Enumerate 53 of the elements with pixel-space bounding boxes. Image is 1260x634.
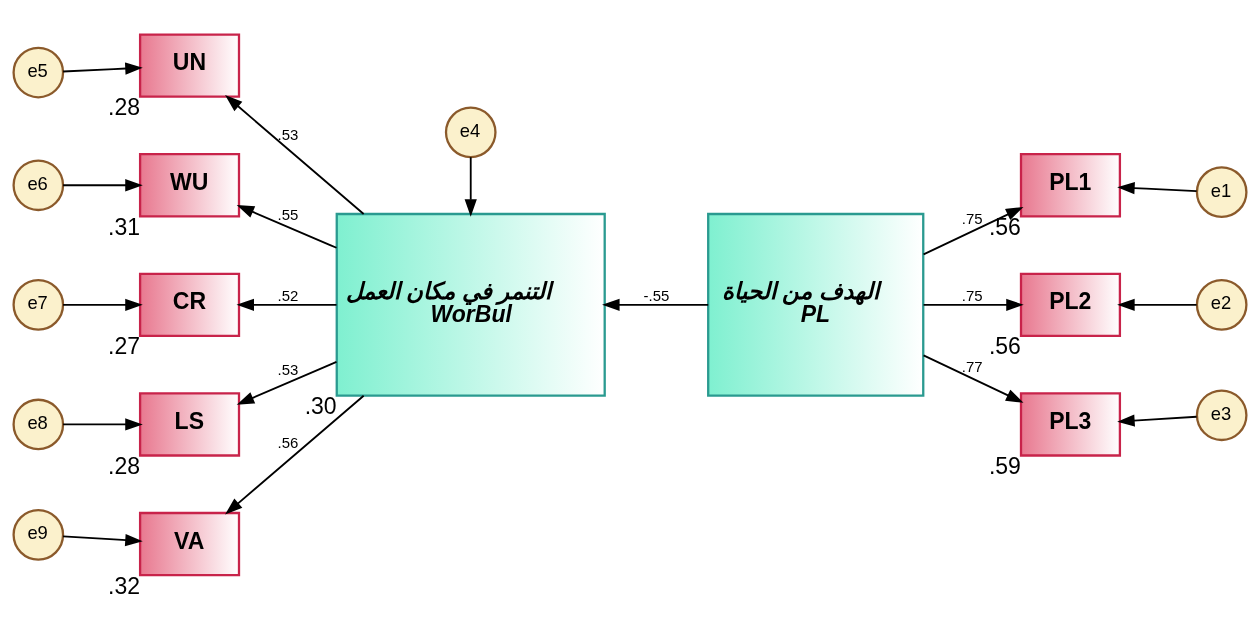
node-label: .56 bbox=[988, 332, 1021, 359]
node-circle: e1 bbox=[1195, 165, 1248, 218]
node-circle: e8 bbox=[12, 398, 65, 450]
edge-label: .77 bbox=[961, 357, 983, 375]
node-label: .27 bbox=[108, 332, 140, 359]
edge-label: .53 bbox=[277, 360, 299, 378]
edge-label: .56 bbox=[277, 433, 299, 451]
node-label: .28 bbox=[108, 93, 140, 120]
arrow bbox=[62, 533, 143, 546]
node-box: PL3 bbox=[1019, 391, 1122, 457]
edge-label: -.55 bbox=[643, 286, 670, 304]
arrow bbox=[922, 353, 1024, 403]
node-circle: e9 bbox=[12, 508, 65, 561]
node-circle: e6 bbox=[12, 158, 65, 211]
arrow bbox=[62, 417, 143, 431]
arrow bbox=[464, 155, 477, 217]
edge-label: .75 bbox=[961, 209, 983, 227]
arrow bbox=[1117, 413, 1198, 427]
edge-label: .52 bbox=[277, 286, 299, 304]
node-label: .31 bbox=[108, 213, 140, 240]
arrow bbox=[922, 298, 1024, 311]
node-label: .56 bbox=[988, 213, 1021, 240]
node-circle: e4 bbox=[444, 105, 497, 158]
arrow bbox=[62, 178, 143, 191]
node-label: .59 bbox=[988, 452, 1021, 479]
node-label: .32 bbox=[108, 572, 140, 598]
node-circle: e7 bbox=[12, 278, 65, 331]
edge-label: .75 bbox=[961, 286, 983, 304]
node-box: WU bbox=[138, 152, 241, 217]
node-circle: e3 bbox=[1195, 388, 1248, 441]
arrow bbox=[225, 394, 365, 515]
arrow bbox=[602, 298, 710, 311]
arrow bbox=[236, 298, 338, 311]
node-label: .28 bbox=[108, 452, 140, 479]
arrow bbox=[1117, 181, 1198, 194]
node-box: CR bbox=[138, 272, 241, 337]
node-circle: e2 bbox=[1195, 278, 1248, 331]
edge-label: .53 bbox=[277, 125, 299, 143]
arrow bbox=[62, 61, 143, 75]
node-box: VA bbox=[138, 511, 241, 576]
node-box: LS bbox=[138, 391, 241, 457]
node-box: UN bbox=[138, 32, 241, 98]
node-box: PL2 bbox=[1019, 272, 1122, 337]
arrow bbox=[236, 204, 338, 249]
node-box: PL1 bbox=[1019, 152, 1122, 217]
node-circle: e5 bbox=[12, 46, 65, 98]
arrow bbox=[62, 298, 143, 311]
arrow bbox=[236, 360, 338, 405]
arrow bbox=[922, 206, 1024, 255]
edge-label: .55 bbox=[277, 205, 299, 223]
arrow bbox=[225, 94, 365, 215]
node-label: .30 bbox=[304, 392, 337, 419]
arrow bbox=[1117, 298, 1198, 311]
